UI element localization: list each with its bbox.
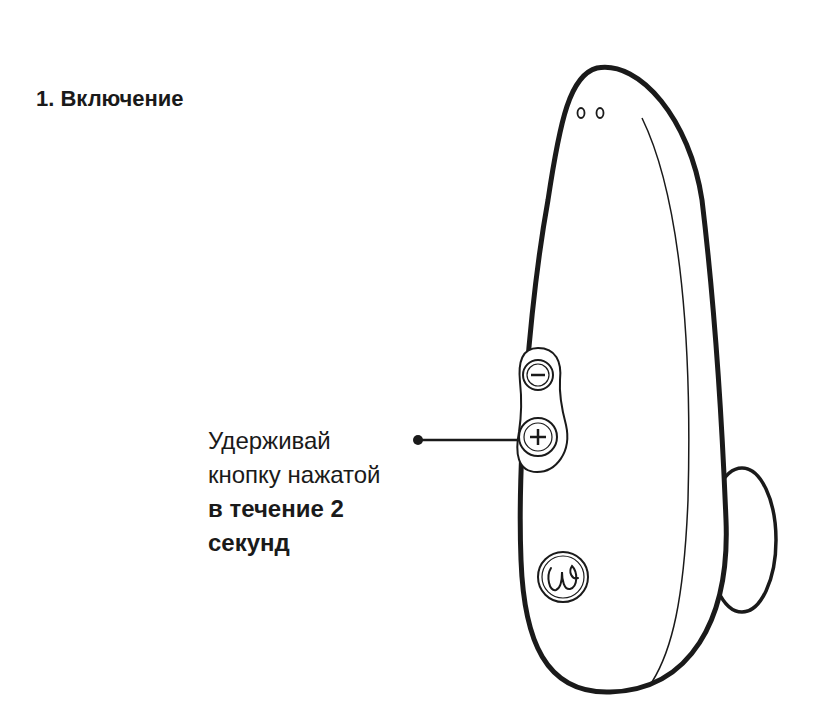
- leader-dot: [413, 435, 423, 445]
- body-contour: [642, 118, 689, 682]
- logo-button: [538, 552, 588, 602]
- callout-label: Удерживай кнопку нажатой: [208, 424, 403, 492]
- step-title: 1. Включение: [36, 86, 184, 112]
- plus-button: [519, 418, 557, 456]
- minus-button: [523, 360, 553, 390]
- charge-contact: [578, 108, 585, 118]
- leader-line: [418, 439, 519, 442]
- callout-label-bold: в течение 2 секунд: [208, 492, 403, 560]
- device-body: [520, 67, 726, 692]
- charge-contact: [597, 108, 604, 118]
- button-panel: [517, 348, 567, 472]
